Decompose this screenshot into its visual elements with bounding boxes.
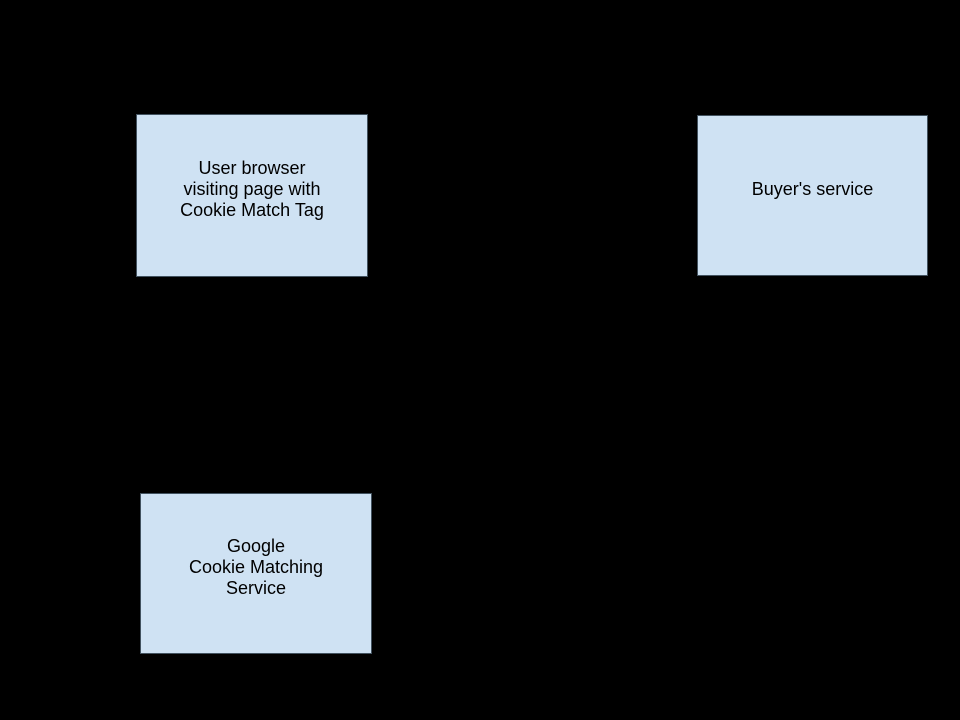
node-buyers-service: Buyer's service: [697, 115, 928, 276]
node-user-browser-label: User browser visiting page with Cookie M…: [180, 157, 324, 220]
node-buyers-service-label: Buyer's service: [751, 178, 874, 199]
node-google-cookie-matching-service: Google Cookie Matching Service: [140, 493, 372, 654]
node-user-browser: User browser visiting page with Cookie M…: [136, 114, 368, 277]
node-google-cookie-matching-service-label: Google Cookie Matching Service: [188, 535, 324, 598]
